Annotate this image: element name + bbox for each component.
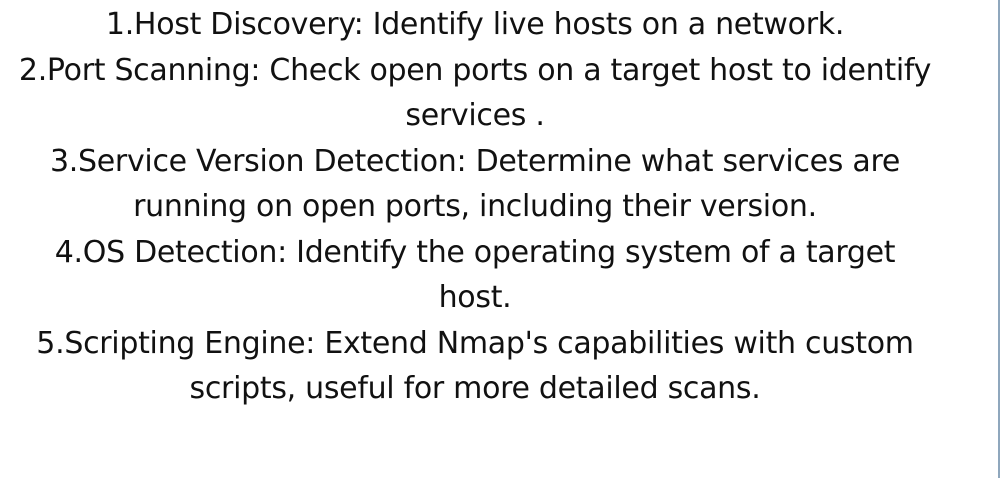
window-edge bbox=[998, 0, 1000, 478]
list-item: 1.Host Discovery: Identify live hosts on… bbox=[105, 7, 845, 42]
list-item: 4.OS Detection: Identify the operating s… bbox=[54, 234, 896, 316]
list-item: 5.Scripting Engine: Extend Nmap's capabi… bbox=[36, 325, 914, 407]
list-item: 2.Port Scanning: Check open ports on a t… bbox=[18, 52, 932, 134]
nmap-features-list: 1.Host Discovery: Identify live hosts on… bbox=[0, 2, 950, 412]
list-item: 3.Service Version Detection: Determine w… bbox=[50, 143, 900, 225]
